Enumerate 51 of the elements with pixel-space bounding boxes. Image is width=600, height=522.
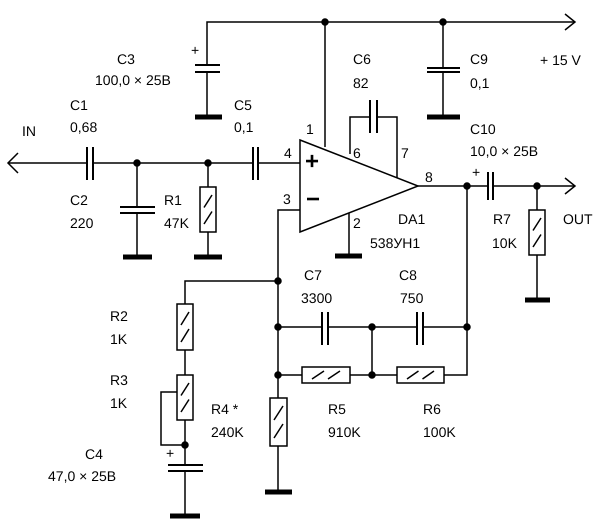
component-label: C10 [470, 122, 496, 136]
pin-number: 2 [353, 216, 361, 230]
component-label: R3 [110, 373, 128, 387]
polarity-sign: + [472, 165, 480, 179]
component-value: 47,0 × 25В [48, 469, 116, 483]
component-label: C3 [117, 52, 135, 66]
component-label: C8 [399, 268, 417, 282]
component-value: 10K [492, 236, 517, 250]
component-value: 0,68 [70, 120, 98, 134]
component-value: 100K [423, 425, 456, 439]
input-sign: + [305, 150, 320, 174]
polarity-sign: + [166, 446, 174, 460]
signal-label: + 15 V [540, 53, 581, 67]
component-label: C7 [304, 268, 322, 282]
component-label: R5 [328, 402, 346, 416]
component-value: 47K [164, 216, 189, 230]
component-value: 100,0 × 25В [95, 73, 171, 87]
component-value: 10,0 × 25В [470, 144, 538, 158]
component-value: 1K [110, 396, 128, 410]
component-value: 0,1 [470, 76, 490, 90]
component-label: R6 [423, 402, 441, 416]
pin-number: 1 [306, 122, 314, 136]
component-value: 538УН1 [370, 236, 420, 250]
component-label: C9 [470, 52, 488, 66]
signal-label: OUT [563, 212, 593, 226]
pin-number: 6 [353, 146, 361, 160]
component-label: DA1 [398, 212, 426, 226]
pin-number: 4 [284, 146, 292, 160]
component-value: 910K [328, 425, 361, 439]
component-label: R7 [493, 212, 511, 226]
component-label: R1 [164, 193, 182, 207]
pin-number: 3 [283, 192, 291, 206]
component-label: C2 [70, 193, 88, 207]
component-label: C5 [234, 98, 252, 112]
pin-number: 7 [401, 146, 409, 160]
component-value: 3300 [301, 291, 332, 305]
signal-label: IN [22, 124, 36, 138]
component-value: 82 [353, 76, 369, 90]
polarity-sign: + [191, 43, 200, 57]
component-label: C4 [85, 447, 103, 461]
pin-number: 8 [425, 170, 433, 184]
component-value: 750 [400, 291, 424, 305]
component-value: 0,1 [234, 120, 254, 134]
component-label: C6 [353, 52, 371, 66]
component-value: 1K [110, 332, 128, 346]
component-value: 220 [70, 216, 94, 230]
input-sign: − [306, 188, 320, 212]
component-label: R2 [110, 309, 128, 323]
component-label: R4 * [211, 402, 238, 416]
component-value: 240K [211, 425, 244, 439]
component-label: C1 [70, 98, 88, 112]
